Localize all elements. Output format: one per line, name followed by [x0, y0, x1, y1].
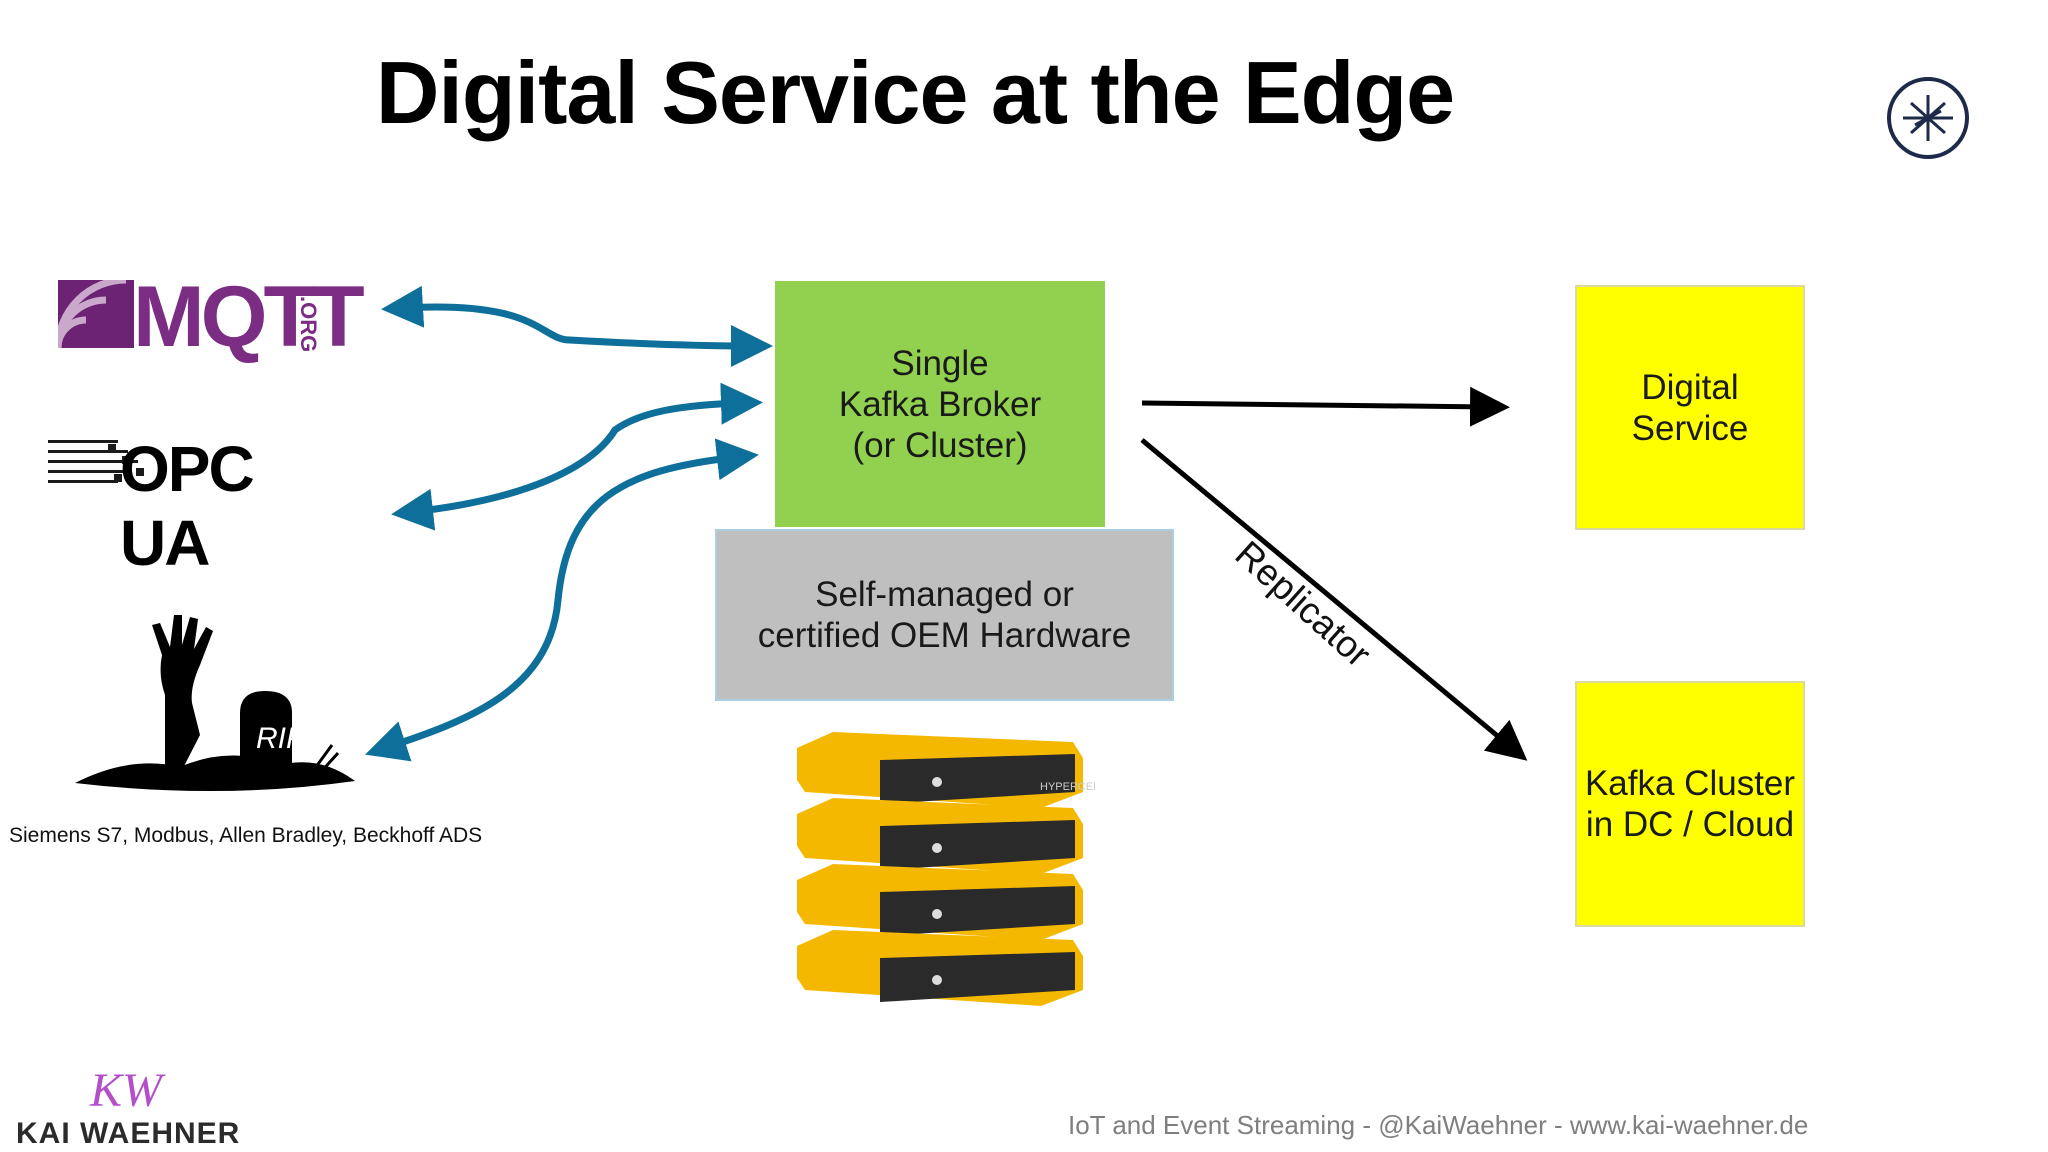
- server-unit: [797, 798, 1083, 874]
- replicator-arrow: [1140, 438, 1528, 761]
- mqtt-arrow: [381, 285, 773, 367]
- server-unit: [797, 732, 1083, 808]
- opcua-pattern-icon: [48, 440, 144, 483]
- kafka-cloud-cluster-box: Kafka Cluster in DC / Cloud: [1575, 681, 1805, 927]
- server-unit: [797, 930, 1083, 1006]
- mqtt-waves-icon: [58, 280, 134, 348]
- server-unit: [797, 864, 1083, 940]
- opcua-arrow: [391, 382, 763, 531]
- confluent-logo-icon: [1887, 77, 1969, 159]
- footer-text: IoT and Event Streaming - @KaiWaehner - …: [1068, 1110, 1809, 1140]
- server-label: HYPERCELL: [1040, 781, 1095, 793]
- hardware-box: Self-managed or certified OEM Hardware: [715, 529, 1174, 701]
- mqtt-wordmark: MQTT: [133, 269, 365, 365]
- kafka-broker-box: Single Kafka Broker (or Cluster): [775, 281, 1105, 527]
- opcua-wordmark: OPC UA: [120, 433, 255, 579]
- zombie-hand-grave-icon: [75, 615, 355, 792]
- brand-name: KAI WAEHNER: [16, 1117, 241, 1150]
- server-stack-icon: HYPERCELL: [797, 732, 1095, 1006]
- page-title: Digital Service at the Edge: [375, 43, 1455, 142]
- kw-initials: KW: [89, 1064, 166, 1112]
- kw-logo-icon: KW: [89, 1064, 166, 1112]
- rip-label: RIP: [256, 722, 307, 755]
- digital-service-box: Digital Service: [1575, 285, 1805, 530]
- legacy-arrow: [365, 438, 759, 762]
- protocols-caption: Siemens S7, Modbus, Allen Bradley, Beckh…: [9, 824, 483, 847]
- digital-service-arrow: [1141, 386, 1510, 427]
